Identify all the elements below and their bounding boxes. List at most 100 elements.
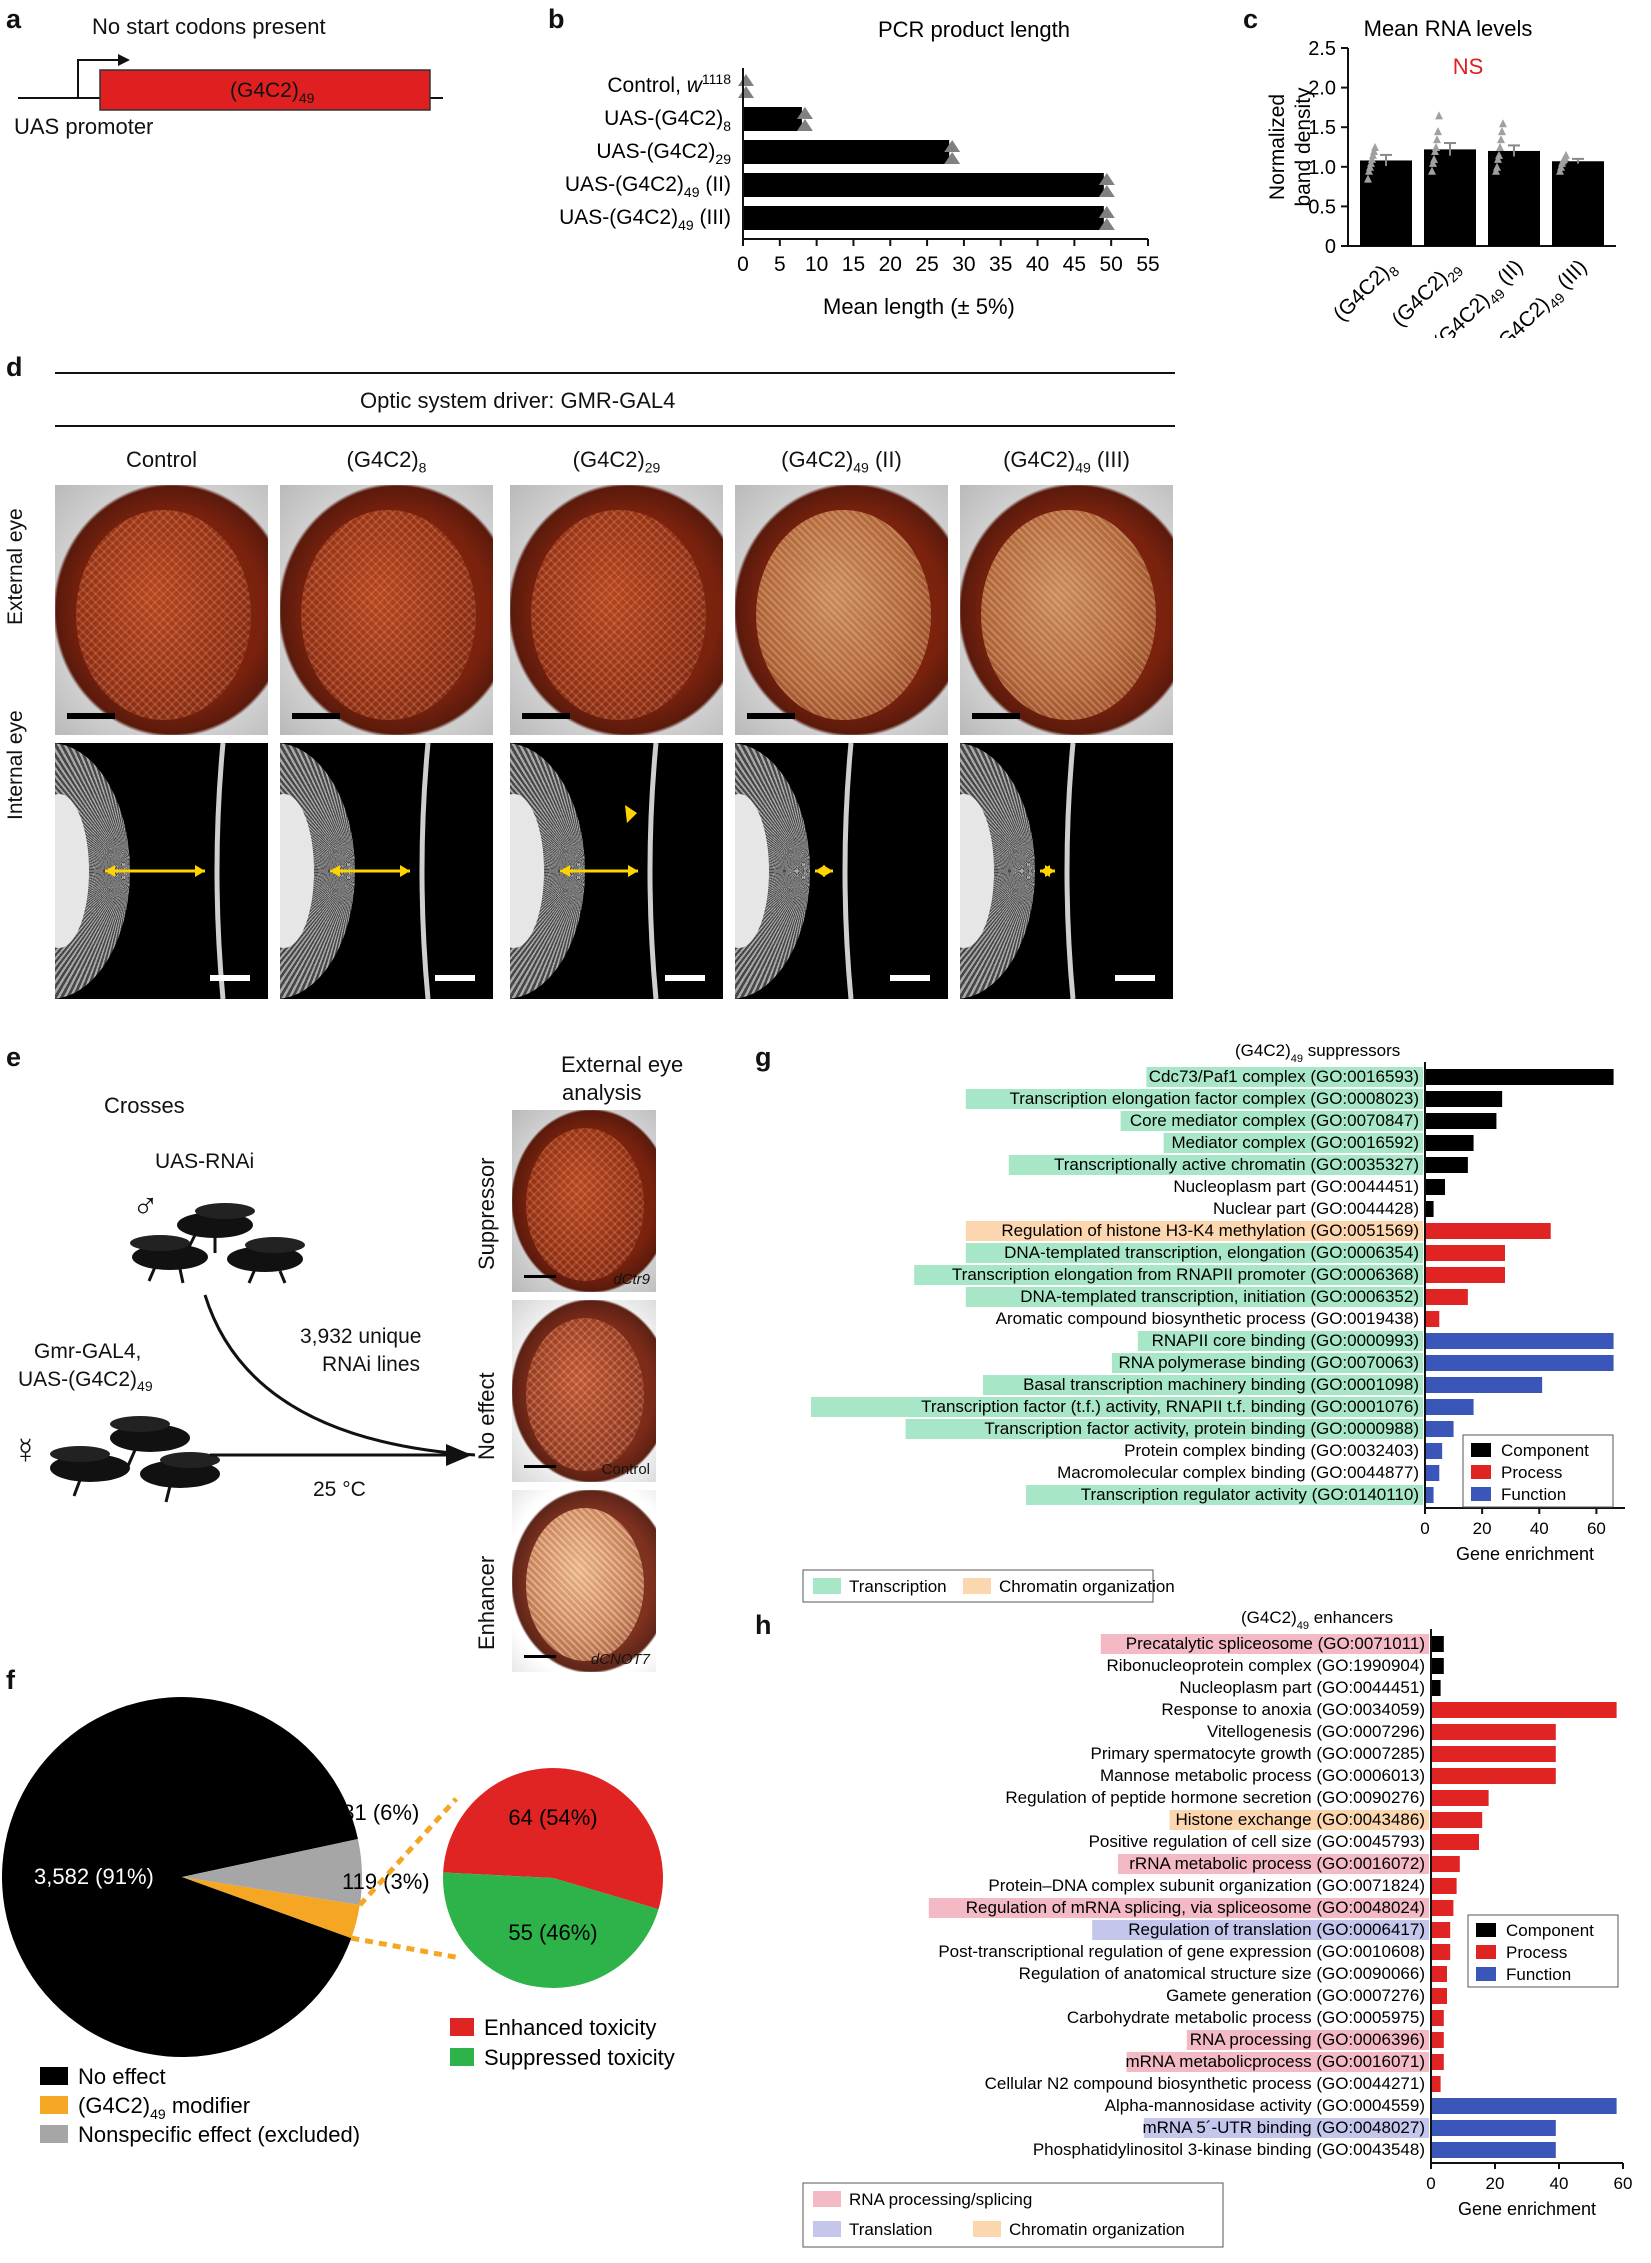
chart-g-legend-swatch (1471, 1443, 1491, 1457)
chart-b-tick-label: 20 (879, 253, 902, 276)
retina-edge (214, 743, 226, 999)
panel-letter-b: b (548, 4, 565, 34)
chart-h-category-label: mRNA metabolicprocess (GO:0016071) (1125, 2052, 1425, 2071)
chart-h-bar (1431, 1878, 1457, 1894)
panel-letter-h: h (755, 1610, 772, 1640)
panel-d-top-rule (55, 372, 1175, 374)
panel-a-note: No start codons present (92, 14, 326, 39)
chart-g-bar (1425, 1311, 1440, 1327)
chart-b-marker (738, 74, 754, 86)
chart-g-bar (1425, 1443, 1443, 1459)
chart-h-category-highlight (1126, 2052, 1429, 2072)
chart-b-marker (944, 152, 961, 164)
chart-g-bar (1425, 1333, 1614, 1349)
subpie-slice-enhanced (443, 1768, 663, 1910)
chart-h-bar (1431, 1856, 1460, 1872)
panel-letter-c: c (1243, 4, 1259, 34)
crosses-label: Crosses (104, 1093, 185, 1118)
pie-legend-label: Nonspecific effect (excluded) (78, 2122, 360, 2147)
chart-b-bar (743, 206, 1104, 230)
chart-h-highlight-swatch (813, 2191, 841, 2207)
chart-g-legend-label: Component (1501, 1441, 1589, 1460)
chart-h-bar (1431, 2098, 1617, 2114)
chart-h-bar (1431, 1988, 1447, 2004)
outcome-gene-label: Control (601, 1461, 650, 1478)
chart-g-bar (1425, 1135, 1474, 1151)
internal-eye-photo (55, 743, 268, 999)
chart-h-legend-swatch (1476, 1923, 1496, 1937)
outcome-label: Suppressor (474, 1157, 499, 1270)
retina-edge (842, 743, 854, 999)
subpie-legend-swatch (450, 2018, 474, 2036)
promoter-arrow (77, 59, 118, 98)
chart-g-category-label: Nuclear part (GO:0044428) (1213, 1199, 1419, 1218)
chart-g-highlight-swatch (813, 1578, 841, 1594)
thickness-arrowhead (1045, 865, 1055, 877)
chart-b-tick-label: 30 (952, 253, 975, 276)
chart-g-category-highlight (965, 1221, 1423, 1241)
chart-b-bar (743, 173, 1104, 197)
internal-eye-photo (960, 743, 1173, 999)
chart-h-category-label: Carbohydrate metabolic process (GO:00059… (1067, 2008, 1425, 2027)
chart-h-bar (1431, 1768, 1556, 1784)
driver-line-2: UAS-(G4C2)49 (18, 1368, 153, 1395)
subpie-slice-suppressed (442, 1872, 659, 1988)
chart-g-category-highlight (1163, 1133, 1423, 1153)
chart-g-tick-label: 60 (1587, 1519, 1606, 1538)
thickness-arrowhead (628, 865, 638, 877)
outcome-eye-photo: Control (512, 1300, 656, 1482)
chart-h-bar (1431, 1746, 1556, 1762)
chart-b-tick-label: 45 (1063, 253, 1086, 276)
chart-h-tick-label: 20 (1486, 2174, 1505, 2193)
chart-h-category-label: Histone exchange (GO:0043486) (1176, 1810, 1426, 1829)
chart-h-category-label: Primary spermatocyte growth (GO:0007285) (1091, 1744, 1425, 1763)
chart-g-bar (1425, 1201, 1434, 1217)
chart-c-point (1430, 154, 1438, 163)
chart-g-legend-label: Process (1501, 1463, 1562, 1482)
chart-g-tick-label: 40 (1530, 1519, 1549, 1538)
chart-c-point (1495, 150, 1503, 159)
chart-g-bar (1425, 1113, 1497, 1129)
chart-g-category-highlight (1137, 1331, 1423, 1351)
chart-h-category-label: Ribonucleoprotein complex (GO:1990904) (1107, 1656, 1425, 1675)
chart-h-bar (1431, 1922, 1451, 1938)
subpie-legend-label: Suppressed toxicity (484, 2045, 675, 2070)
chart-h-category-label: Nucleoplasm part (GO:0044451) (1179, 1678, 1425, 1697)
scale-bar (67, 713, 115, 719)
chart-h-category-highlight (1169, 1810, 1429, 1830)
retina-edge (419, 743, 431, 999)
chart-c-rna-levels: Mean RNA levelsNS00.51.01.52.02.5Normali… (1266, 16, 1616, 338)
chart-g-bar (1425, 1069, 1614, 1085)
chart-c-tick-label: 0 (1325, 236, 1336, 258)
panel-letter-a: a (6, 4, 22, 34)
panel-d-column-header: Control (126, 447, 197, 472)
internal-eye-photo (735, 743, 948, 999)
chart-g-category-label: Macromolecular complex binding (GO:00448… (1057, 1463, 1419, 1482)
external-eye-photo (960, 485, 1173, 735)
chart-g-category-label: DNA-templated transcription, elongation … (1004, 1243, 1419, 1262)
panel-letter-g: g (755, 1042, 772, 1072)
chart-b-marker (1098, 206, 1115, 218)
chart-g-bar (1425, 1421, 1454, 1437)
pie-label-modifier: 119 (3%) (342, 1869, 430, 1894)
chart-h-category-highlight (1186, 2030, 1429, 2050)
connector-line (357, 1797, 459, 1907)
rnai-label: UAS-RNAi (155, 1150, 255, 1173)
chart-c-tick-label: 2.0 (1308, 78, 1336, 100)
chart-g-category-highlight (965, 1287, 1423, 1307)
chart-g-category-label: Core mediator complex (GO:0070847) (1130, 1111, 1419, 1130)
analysis-line-2: analysis (562, 1080, 642, 1105)
internal-eye-photo (280, 743, 493, 999)
chart-b-category-label: UAS-(G4C2)29 (596, 140, 731, 167)
cross-arrow (203, 1294, 476, 1457)
chart-c-tick-label: 0.5 (1308, 196, 1336, 218)
chart-h-highlight-swatch (813, 2221, 841, 2237)
chart-h-category-label: Regulation of anatomical structure size … (1019, 1964, 1425, 1983)
chart-g-bar (1425, 1355, 1614, 1371)
panel-d-title: Optic system driver: GMR-GAL4 (360, 388, 676, 413)
chart-b-tick-label: 25 (915, 253, 938, 276)
construct-diagram: (G4C2)49 (18, 54, 443, 111)
outcome-gene-label: dCtr9 (613, 1271, 650, 1288)
